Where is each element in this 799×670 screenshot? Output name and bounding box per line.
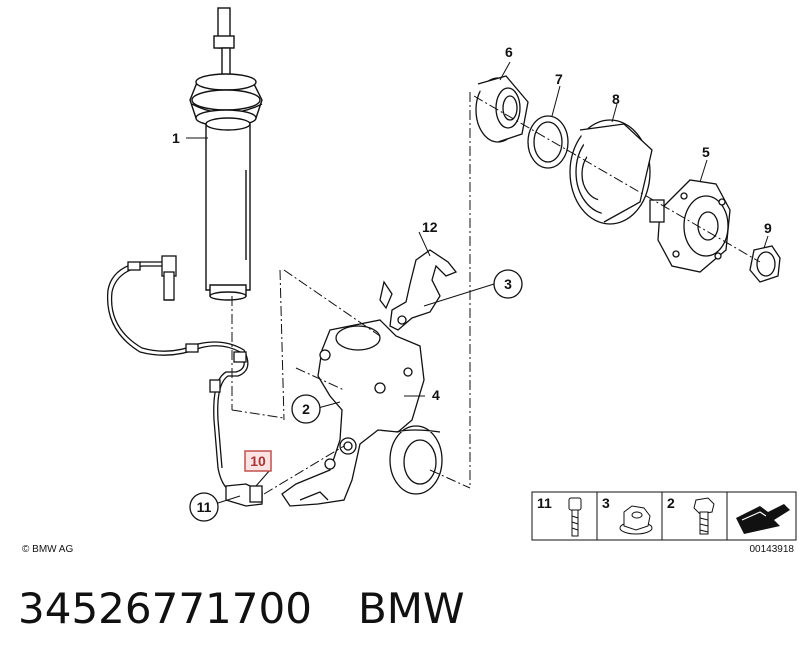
wheel-hub bbox=[649, 179, 731, 273]
legend-label-3: 3 bbox=[602, 495, 610, 511]
label-7: 7 bbox=[555, 71, 563, 87]
socket-bolt-icon bbox=[568, 497, 582, 537]
label-10: 10 bbox=[250, 453, 266, 469]
label-9: 9 bbox=[764, 220, 772, 236]
assembly-axes bbox=[231, 92, 761, 495]
label-4: 4 bbox=[432, 387, 440, 403]
legend-label-11: 11 bbox=[537, 495, 552, 511]
diagram-code: 00143918 bbox=[750, 544, 795, 555]
callout-labels: 1 4 12 6 7 8 5 9 3 2 11 10 bbox=[172, 44, 772, 522]
dust-shield bbox=[569, 119, 653, 225]
label-1: 1 bbox=[172, 130, 180, 146]
circlip bbox=[527, 115, 569, 169]
fastener-legend: 11 3 2 00143918 bbox=[531, 491, 797, 555]
label-2: 2 bbox=[302, 401, 310, 417]
highlight-box-10: 10 bbox=[244, 450, 272, 472]
collar-nut bbox=[749, 245, 781, 283]
callout-circle-11: 11 bbox=[189, 492, 219, 522]
label-8: 8 bbox=[612, 91, 620, 107]
flange-nut-icon bbox=[619, 505, 653, 535]
copyright-text: © BMW AG bbox=[22, 544, 73, 555]
wheel-bearing bbox=[475, 75, 529, 143]
hex-bolt-icon bbox=[693, 497, 715, 535]
part-caption: 34526771700 BMW bbox=[18, 584, 465, 633]
label-5: 5 bbox=[702, 144, 710, 160]
part-number: 34526771700 bbox=[18, 584, 312, 633]
callout-circle-2: 2 bbox=[291, 394, 321, 424]
sensor-cable bbox=[106, 255, 263, 507]
label-11: 11 bbox=[197, 499, 212, 515]
label-12: 12 bbox=[422, 219, 438, 235]
label-6: 6 bbox=[505, 44, 513, 60]
arrow-icon bbox=[736, 504, 790, 534]
legend-label-2: 2 bbox=[667, 495, 675, 511]
label-3: 3 bbox=[504, 276, 512, 292]
bracket bbox=[379, 249, 458, 331]
parts-diagram: 1 4 12 6 7 8 5 9 3 2 11 10 11 3 2 bbox=[22, 7, 797, 555]
leader-lines bbox=[186, 61, 769, 504]
strut-assembly bbox=[189, 7, 263, 301]
callout-circle-3: 3 bbox=[493, 269, 523, 299]
brand-name: BMW bbox=[357, 584, 465, 633]
